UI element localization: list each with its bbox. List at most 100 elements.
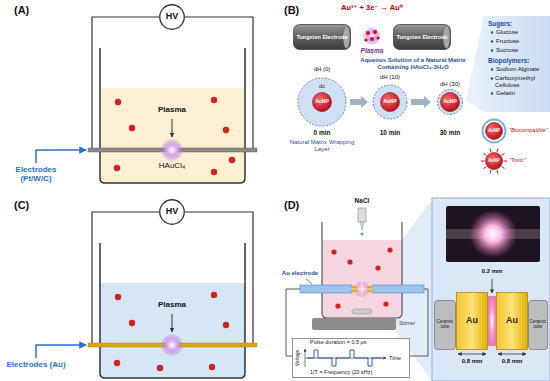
nanoparticle-dot <box>383 301 388 306</box>
gold-nanoparticle: AuNP"Toxic" <box>485 152 503 170</box>
gold-nanoparticle-shape <box>481 161 485 162</box>
pointer-arrow <box>36 345 86 358</box>
gold-nanoparticle-shape <box>490 149 491 152</box>
beaker-a <box>100 48 245 183</box>
list-bullet <box>491 68 493 70</box>
node-text: HV <box>160 12 184 22</box>
nanoparticle-dot <box>115 294 121 300</box>
node-text: AuNP <box>486 129 502 134</box>
gold-nanoparticle-shape <box>504 161 508 162</box>
hv-source: HV <box>159 199 185 225</box>
callout-label: Plasma <box>158 301 186 310</box>
callout-label: Plasma <box>361 47 384 54</box>
node-text: 1/T = Frequency (20 kHz) <box>310 369 372 375</box>
time-label: 10 min <box>380 129 401 136</box>
node-text: Au <box>457 316 487 326</box>
dimension-label: dH (10) <box>380 74 400 81</box>
node-text: Au <box>497 316 527 326</box>
list-item: Sodium Alginate <box>496 66 539 73</box>
tungsten-electrode: Tungsten Electrode <box>393 24 451 50</box>
plasma-discharge <box>364 38 367 41</box>
electrode-label: Electrodes (Pt/W/C) <box>4 166 68 184</box>
node-text: AuNP <box>486 159 502 164</box>
natural-matrix-layer <box>298 78 346 126</box>
pointer-arrow <box>36 150 86 163</box>
list-item: Glucose <box>496 29 518 36</box>
gold-nanoparticle-shape <box>483 153 486 155</box>
pulse-box: Pulse duration = 0.5 μsVoltageTime1/T = … <box>292 338 410 378</box>
plasma-photo <box>446 206 540 262</box>
beaker-c <box>100 243 245 378</box>
nanoparticle-dot <box>335 303 340 308</box>
plasma-discharge <box>376 36 379 39</box>
gold-nanoparticle-shape <box>490 170 491 173</box>
natural-matrix-layer <box>438 90 463 115</box>
dimension-line <box>498 354 526 355</box>
dropper <box>358 208 366 236</box>
beaker-a <box>100 88 245 183</box>
list-bullet <box>491 77 493 79</box>
gold-nanoparticle: AuNP <box>440 92 460 112</box>
gold-ion-dot <box>223 127 229 133</box>
plasma-discharge <box>373 30 377 34</box>
dimension-label: dH (0) <box>314 66 331 73</box>
beaker-c <box>100 283 245 378</box>
node-text: "Biocompatible" <box>509 127 547 133</box>
solution-label: Aqueous Solution of a Natural Matrix Con… <box>358 57 468 70</box>
dimension-label: dH (30) <box>440 81 460 88</box>
list-item: Fructose <box>496 38 519 45</box>
gold-electrode: Au <box>456 292 488 350</box>
progress-arrow <box>411 96 431 108</box>
node-text: Ceramic tube <box>435 320 455 330</box>
time-label: 30 min <box>440 129 461 136</box>
list-item: Gelatin <box>496 90 515 97</box>
plasma-glow <box>161 139 183 161</box>
gold-nanoparticle-shape <box>483 167 486 169</box>
pointer-arrow <box>172 314 173 332</box>
ceramic-tube-shape <box>435 301 456 350</box>
dropper <box>358 208 366 222</box>
gold-nanoparticle-shape <box>483 120 506 143</box>
ceramic-tube: Ceramic tube <box>528 300 548 350</box>
stir-bar <box>352 309 372 314</box>
list-item: Sucrose <box>496 47 518 54</box>
nanoparticle-dot <box>331 247 392 308</box>
list-heading: Biopolymers: <box>488 57 530 64</box>
pulse-box-shape <box>307 350 382 366</box>
nanoparticle-dot <box>157 365 163 371</box>
pointer-arrow <box>172 119 173 137</box>
plasma-discharge <box>370 37 374 41</box>
natural-matrix-layer <box>373 85 407 119</box>
list-bullet <box>491 40 493 42</box>
node-text: Time <box>389 355 401 361</box>
gold-electrode: Au <box>496 292 528 350</box>
reagent-label: NaCl <box>355 197 370 204</box>
ceramic-tube-shape <box>529 301 548 350</box>
electrode-label: Electrodes (Au) <box>4 361 68 370</box>
list-bullet <box>491 31 493 33</box>
wire <box>185 212 253 343</box>
wire <box>185 17 253 148</box>
plasma-photo <box>446 206 540 262</box>
gold-ion-dot <box>129 125 135 131</box>
electrode-label: Au electrode <box>282 270 318 277</box>
dimension-label: 0.2 mm <box>482 268 503 275</box>
au-electrode-pipe <box>372 285 424 293</box>
matrix-list-panel <box>466 16 550 112</box>
beaker-d <box>322 240 402 318</box>
node-text: Pulse duration = 0.5 μs <box>310 339 367 345</box>
zoom-panel <box>432 198 550 381</box>
dimension-pointer <box>492 279 493 293</box>
beaker-d <box>322 222 402 318</box>
time-label: 0 min <box>314 129 331 136</box>
plasma-discharge <box>363 27 381 45</box>
node-text: Tungsten Electrode <box>294 34 350 40</box>
stirrer-plate <box>312 318 396 330</box>
node-text: AuNP <box>441 99 459 105</box>
dimension-label: 0.8 mm <box>462 358 483 365</box>
nanoparticle-dot <box>114 360 120 366</box>
nanoparticle-dot <box>211 292 217 298</box>
tungsten-electrode-shape <box>394 25 451 50</box>
gold-ion-dot <box>211 97 217 103</box>
au-electrode-pipe <box>300 285 352 293</box>
